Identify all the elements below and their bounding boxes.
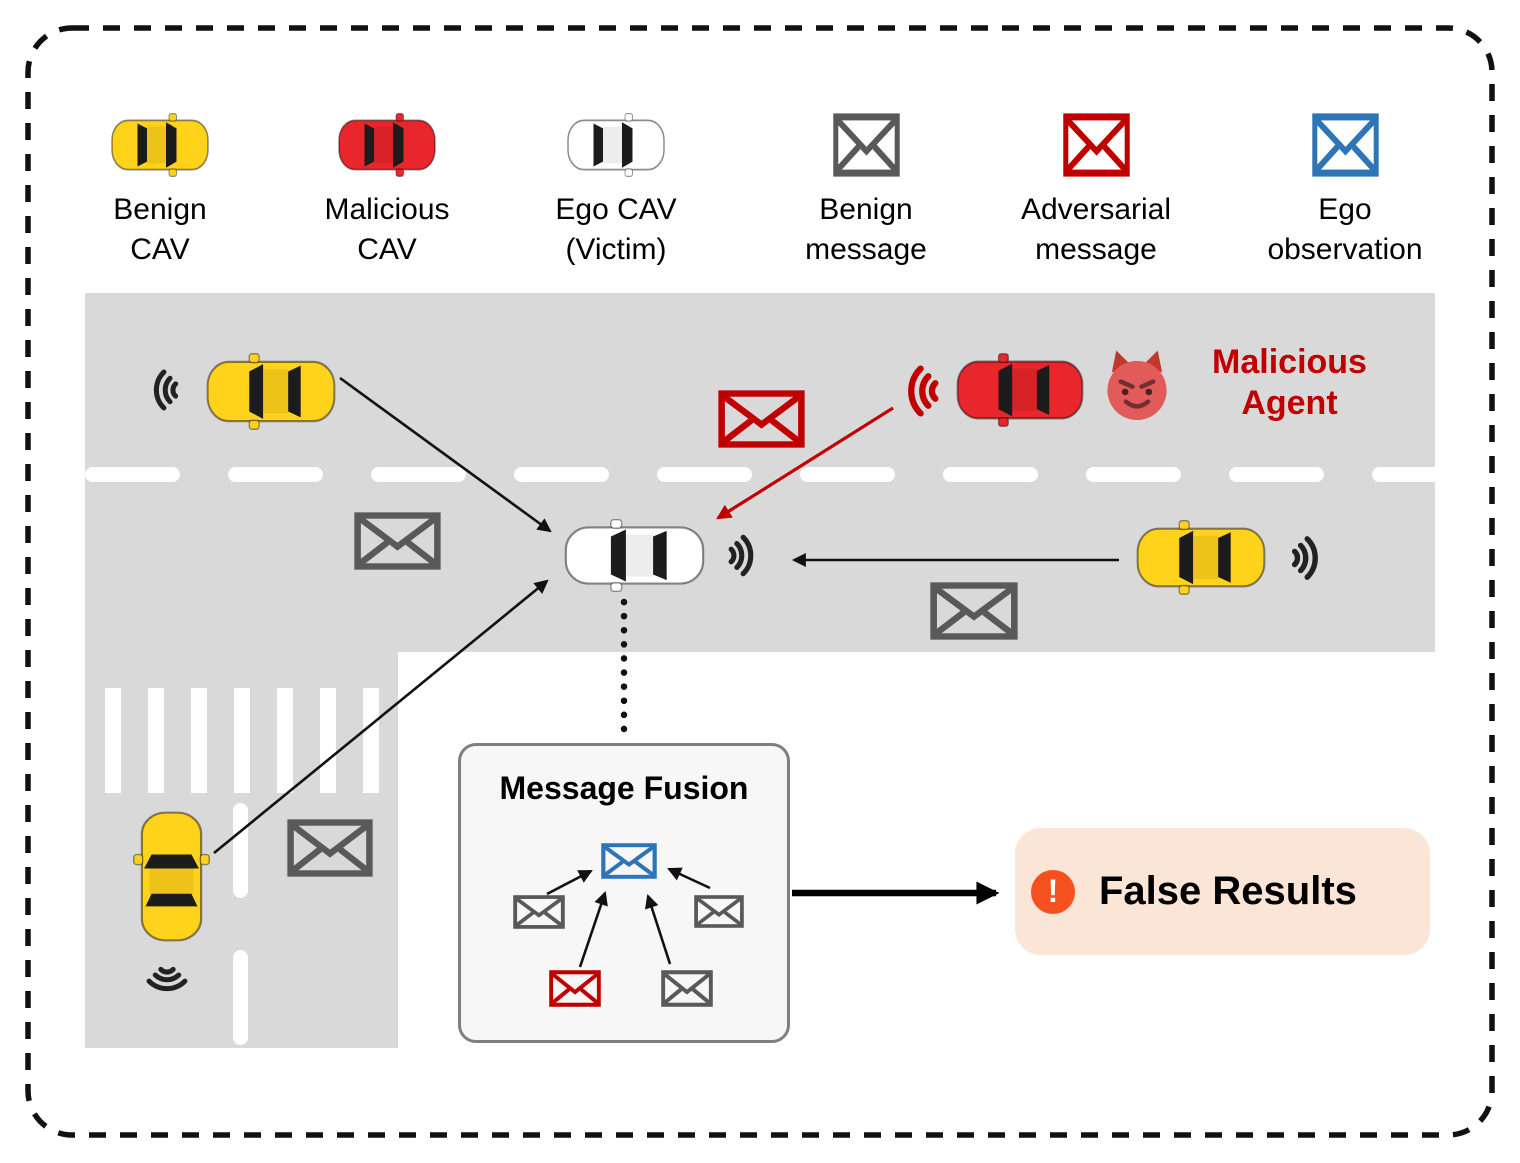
legend-label: Adversarial message bbox=[1020, 193, 1172, 266]
lane-marking bbox=[1086, 467, 1181, 482]
ego-observation-icon bbox=[601, 843, 657, 879]
message-fusion-title: Message Fusion bbox=[499, 770, 749, 806]
legend-item-benign-cav: Benign CAV bbox=[50, 108, 270, 269]
crosswalk-stripe bbox=[191, 688, 207, 793]
lane-marking bbox=[657, 467, 752, 482]
crosswalk-stripe bbox=[320, 688, 336, 793]
signal-waves-icon bbox=[1286, 528, 1326, 588]
adversarial-message-icon bbox=[1063, 113, 1130, 177]
signal-waves-icon bbox=[722, 527, 762, 584]
benign-cav-bottom-left bbox=[133, 810, 210, 943]
lane-marking bbox=[233, 950, 248, 1045]
lane-marking bbox=[514, 467, 609, 482]
crosswalk-stripe bbox=[363, 688, 379, 793]
legend-label: Ego observation bbox=[1267, 193, 1423, 266]
lane-marking bbox=[371, 467, 466, 482]
signal-waves-icon bbox=[901, 355, 943, 427]
ego-observation-icon bbox=[1312, 113, 1379, 177]
legend-label: Ego CAV (Victim) bbox=[555, 193, 677, 266]
benign-cav-top-left bbox=[205, 353, 337, 430]
legend-item-ego-observation: Ego observation bbox=[1235, 108, 1455, 269]
legend-item-malicious-cav: Malicious CAV bbox=[277, 108, 497, 269]
benign-cav-right bbox=[1135, 520, 1267, 595]
lane-marking bbox=[800, 467, 895, 482]
signal-waves-icon bbox=[144, 362, 186, 418]
benign-message-icon bbox=[354, 512, 441, 570]
malicious-cav-car bbox=[955, 353, 1085, 427]
false-results-label: False Results bbox=[1099, 869, 1357, 913]
malicious-cav-icon bbox=[337, 113, 437, 177]
legend-item-adversarial-message: Adversarial message bbox=[986, 108, 1206, 269]
benign-message-icon bbox=[930, 582, 1018, 640]
benign-message-icon bbox=[287, 819, 373, 877]
lane-marking bbox=[85, 467, 180, 482]
benign-cav-icon bbox=[110, 113, 210, 177]
adversarial-message-icon bbox=[718, 390, 805, 448]
false-results-box: ! False Results bbox=[1015, 828, 1430, 955]
benign-message-icon bbox=[513, 895, 565, 929]
ego-cav-icon bbox=[566, 113, 666, 177]
lane-marking bbox=[1229, 467, 1324, 482]
lane-marking bbox=[228, 467, 323, 482]
legend-item-ego-cav: Ego CAV (Victim) bbox=[506, 108, 726, 269]
crosswalk-stripe bbox=[277, 688, 293, 793]
crosswalk-stripe bbox=[148, 688, 164, 793]
devil-icon bbox=[1107, 350, 1167, 421]
malicious-agent-label: Malicious Agent bbox=[1212, 343, 1367, 423]
crosswalk-stripe bbox=[105, 688, 121, 793]
benign-message-icon bbox=[661, 970, 713, 1007]
lane-marking bbox=[1372, 467, 1435, 482]
legend-label: Malicious CAV bbox=[324, 193, 450, 266]
crosswalk-stripe bbox=[234, 688, 250, 793]
legend-item-benign-message: Benign message bbox=[756, 108, 976, 269]
legend-label: Benign message bbox=[805, 193, 927, 266]
adversarial-message-icon bbox=[549, 970, 601, 1007]
benign-message-icon bbox=[694, 895, 744, 928]
signal-waves-icon bbox=[139, 952, 195, 1008]
lane-marking bbox=[233, 803, 248, 898]
legend-label: Benign CAV bbox=[113, 193, 207, 266]
benign-message-icon bbox=[833, 113, 900, 177]
ego-cav-car bbox=[563, 519, 706, 592]
alert-icon: ! bbox=[1031, 869, 1075, 914]
lane-marking bbox=[943, 467, 1038, 482]
